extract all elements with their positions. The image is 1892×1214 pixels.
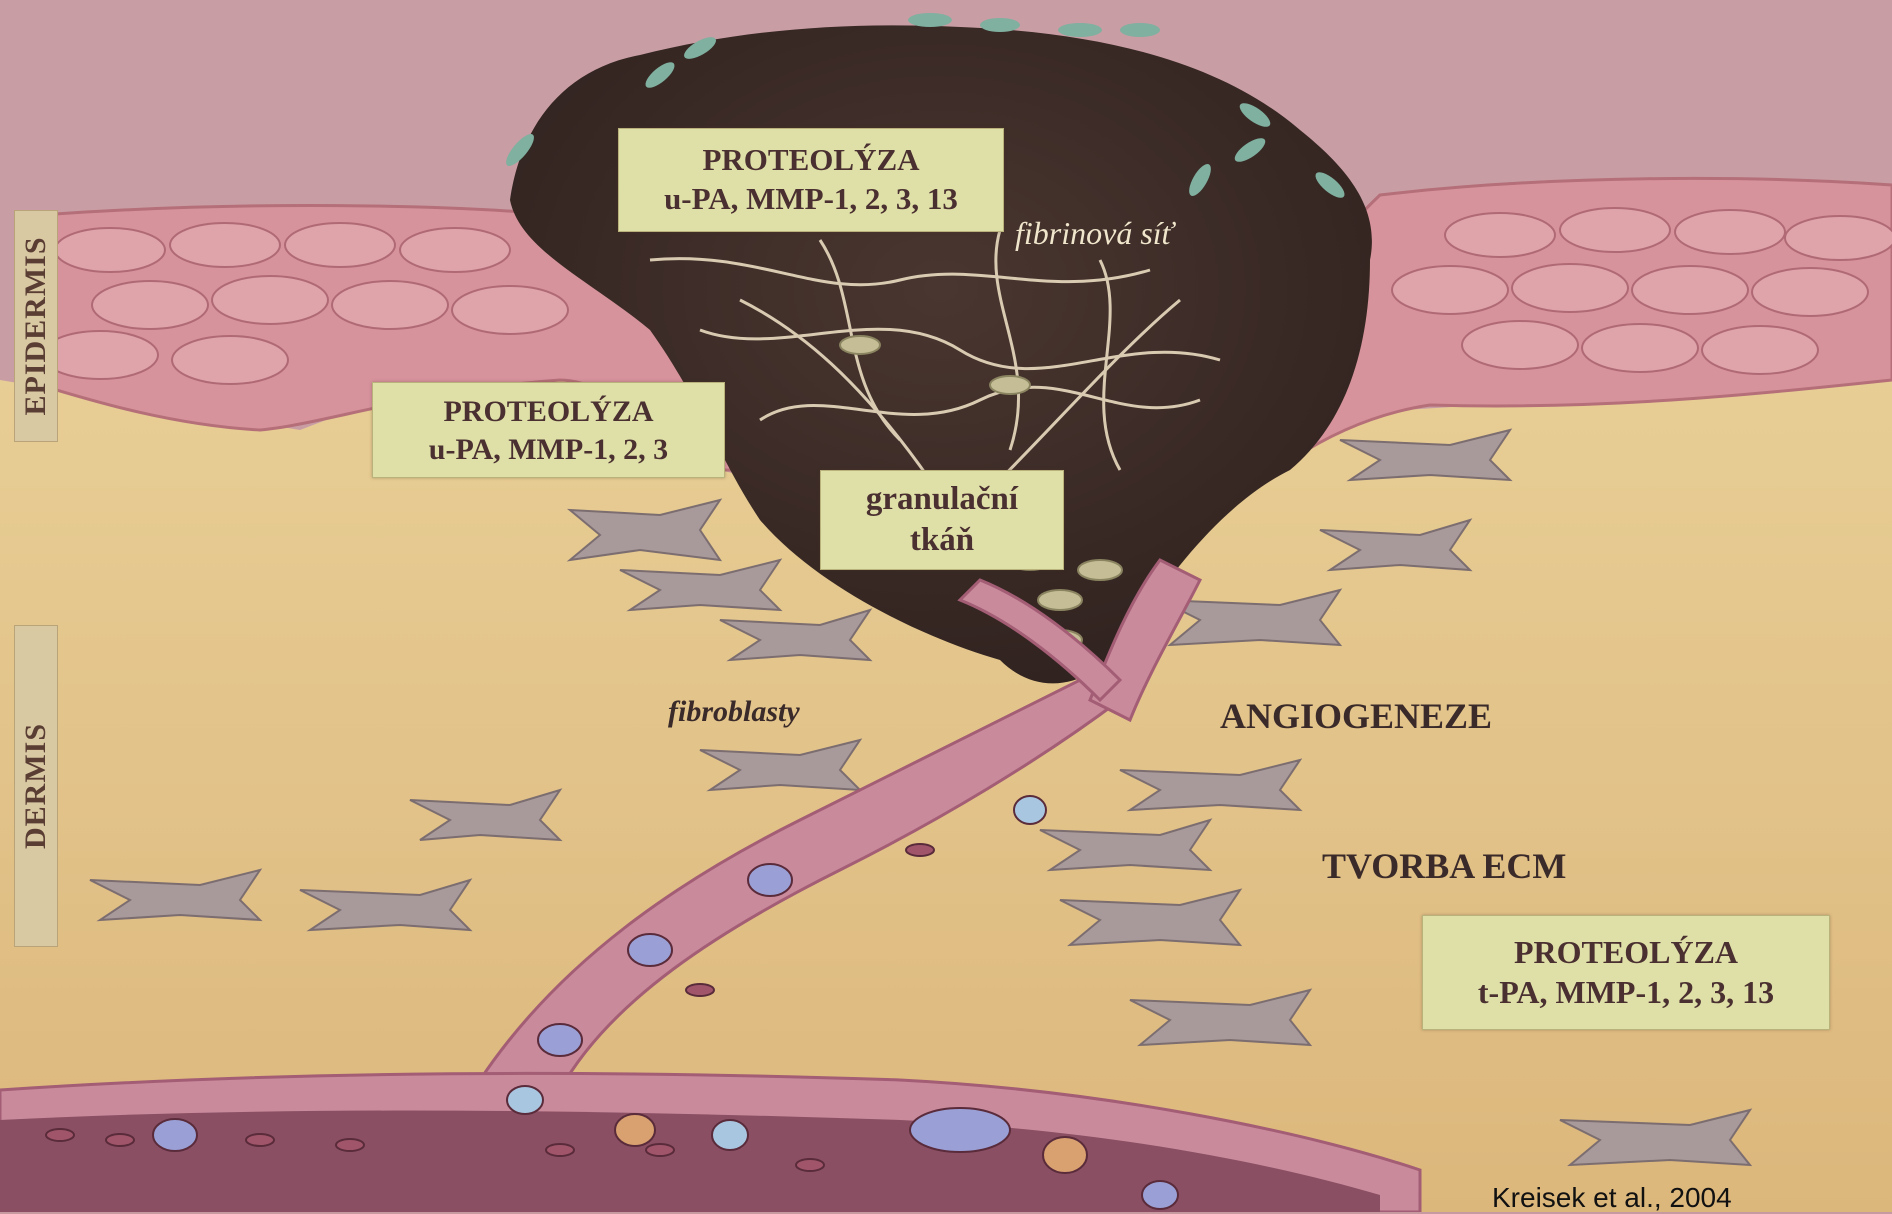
proteolysis-title: PROTEOLÝZA (619, 141, 1003, 180)
cell (1445, 213, 1555, 257)
ecm-formation-label: TVORBA ECM (1322, 845, 1566, 887)
cell (170, 223, 280, 267)
cell (1512, 264, 1628, 312)
proteolysis-enzymes: u-PA, MMP-1, 2, 3, 13 (619, 180, 1003, 219)
white-blood-cell (538, 1024, 582, 1056)
white-blood-cell (748, 864, 792, 896)
platelet (980, 18, 1020, 32)
cell (172, 336, 288, 384)
white-blood-cell (1142, 1181, 1178, 1209)
epidermis-side-label: EPIDERMIS (14, 210, 58, 442)
red-blood-cell (906, 844, 934, 856)
cell (92, 281, 208, 329)
platelet (1120, 23, 1160, 37)
cell (332, 281, 448, 329)
white-blood-cell (1043, 1137, 1087, 1173)
red-blood-cell (646, 1144, 674, 1156)
platelet (908, 13, 952, 27)
proteolysis-box-bottom: PROTEOLÝZA t-PA, MMP-1, 2, 3, 13 (1422, 915, 1830, 1030)
dermis-side-label: DERMIS (14, 625, 58, 947)
red-blood-cell (106, 1134, 134, 1146)
red-blood-cell (686, 984, 714, 996)
fibrin-network-label: fibrinová síť (1015, 215, 1173, 252)
white-blood-cell (628, 934, 672, 966)
cell (55, 228, 165, 272)
cell (42, 331, 158, 379)
epidermis-text: EPIDERMIS (19, 236, 53, 415)
cell (1582, 324, 1698, 372)
dermis-text: DERMIS (19, 723, 53, 849)
cell (212, 276, 328, 324)
fibroblasts-label: fibroblasty (668, 695, 800, 729)
citation: Kreisek et al., 2004 (1492, 1182, 1732, 1214)
red-blood-cell (546, 1144, 574, 1156)
proteolysis-enzymes: t-PA, MMP-1, 2, 3, 13 (1423, 972, 1829, 1012)
cell (1785, 216, 1892, 260)
cell (400, 228, 510, 272)
red-blood-cell (246, 1134, 274, 1146)
white-blood-cell (153, 1119, 197, 1151)
red-blood-cell (46, 1129, 74, 1141)
proteolysis-enzymes: u-PA, MMP-1, 2, 3 (373, 431, 724, 469)
granulation-cell (840, 336, 880, 354)
granulation-cell (1038, 590, 1082, 610)
proteolysis-title: PROTEOLÝZA (1423, 932, 1829, 972)
granulation-cell (990, 376, 1030, 394)
granulation-tissue-box: granulační tkáň (820, 470, 1064, 570)
cell (1462, 321, 1578, 369)
cell (1560, 208, 1670, 252)
cell (1702, 326, 1818, 374)
cell (1392, 266, 1508, 314)
red-blood-cell (336, 1139, 364, 1151)
white-blood-cell (615, 1114, 655, 1146)
cell (452, 286, 568, 334)
platelet (1058, 23, 1102, 37)
angiogenesis-label: ANGIOGENEZE (1220, 695, 1492, 737)
cell (1675, 210, 1785, 254)
proteolysis-box-middle: PROTEOLÝZA u-PA, MMP-1, 2, 3 (372, 382, 725, 478)
red-blood-cell (796, 1159, 824, 1171)
white-blood-cell (910, 1108, 1010, 1152)
white-blood-cell (507, 1086, 543, 1114)
cell (1752, 268, 1868, 316)
white-blood-cell (712, 1120, 748, 1150)
proteolysis-title: PROTEOLÝZA (373, 393, 724, 431)
granulation-cell (1078, 560, 1122, 580)
proteolysis-box-top: PROTEOLÝZA u-PA, MMP-1, 2, 3, 13 (618, 128, 1004, 232)
granulation-line2: tkáň (821, 520, 1063, 561)
cell (1632, 266, 1748, 314)
cell (285, 223, 395, 267)
granulation-line1: granulační (821, 479, 1063, 520)
white-blood-cell (1014, 796, 1046, 824)
